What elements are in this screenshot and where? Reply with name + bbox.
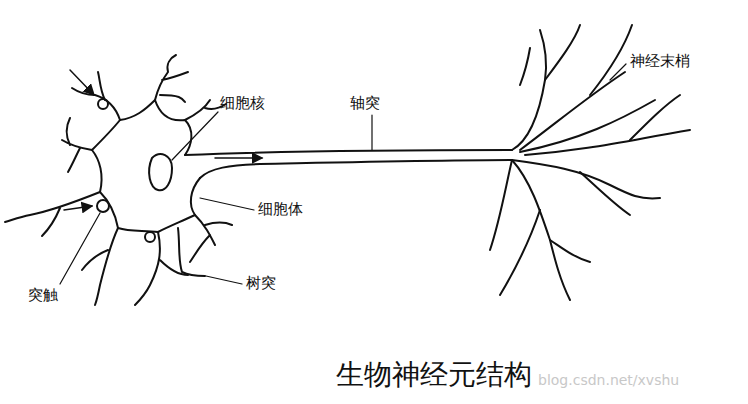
leader-line bbox=[172, 112, 218, 160]
label: 轴突 bbox=[350, 94, 380, 112]
leader-line bbox=[371, 115, 372, 150]
label: 树突 bbox=[246, 274, 276, 292]
label: 神经末梢 bbox=[630, 52, 690, 70]
caption: 生物神经元结构 bbox=[336, 356, 532, 394]
leader-line bbox=[610, 64, 626, 80]
leader-line bbox=[206, 276, 242, 284]
watermark: blog.csdn.net/xvshu bbox=[538, 372, 679, 389]
axon bbox=[200, 160, 512, 178]
nerve-ending bbox=[512, 30, 546, 150]
nucleus bbox=[149, 154, 172, 190]
label: 突触 bbox=[28, 286, 58, 304]
leader-line bbox=[200, 198, 254, 210]
leader-line bbox=[60, 213, 100, 284]
cell-body bbox=[92, 120, 200, 232]
synapse bbox=[98, 99, 108, 109]
axon bbox=[185, 150, 512, 155]
cell-body bbox=[120, 100, 191, 155]
label: 细胞体 bbox=[258, 200, 303, 218]
label: 细胞核 bbox=[220, 94, 265, 112]
synapse bbox=[97, 200, 109, 212]
